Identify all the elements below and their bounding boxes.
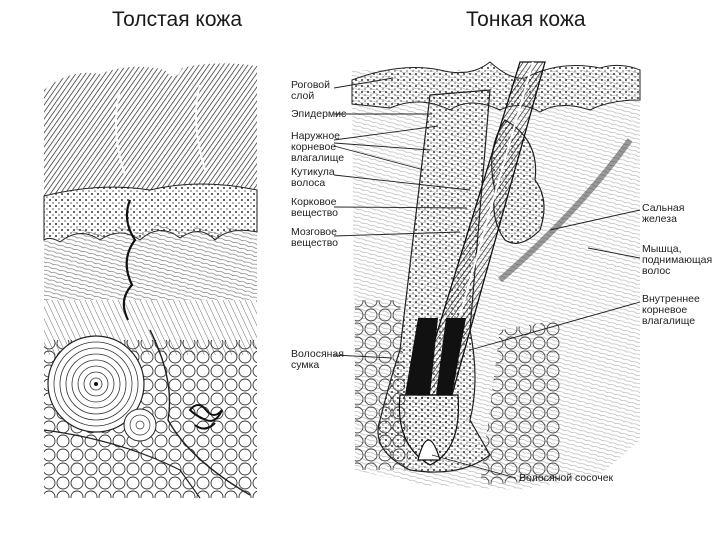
lamellar-corpuscle	[47, 335, 145, 433]
thin-skin-title: Тонкая кожа	[466, 8, 586, 31]
inner-root-sheath	[405, 318, 438, 395]
hair-papilla	[417, 439, 441, 461]
label-epidermis: Эпидермис	[291, 108, 347, 120]
label-hair-follicle: Волосяная сумка	[291, 348, 344, 371]
label-medulla: Мозговое вещество	[291, 226, 339, 249]
leader-lines	[333, 77, 641, 479]
label-arrector-pili: Мышца, поднимающая волос	[642, 243, 713, 277]
label-hair-papilla: Волосяной сосочек	[519, 472, 614, 484]
label-hair-cuticle: Кутикула волоса	[291, 166, 335, 189]
label-sebaceous-gland: Сальная железа	[642, 202, 685, 225]
thin-epidermis	[351, 61, 641, 113]
label-cortex: Корковое вещество	[291, 196, 339, 219]
label-stratum-corneum: Роговой слой	[291, 79, 330, 102]
dermis-layer	[44, 222, 257, 300]
label-inner-root-sheath: Внутреннее корневое влагалище	[642, 293, 700, 327]
hair-bulb	[398, 394, 460, 466]
hair-follicle	[377, 89, 491, 473]
thick-skin-panel	[43, 63, 258, 499]
arrector-pili-muscle	[498, 138, 633, 283]
label-outer-root-sheath: Наружное корневое влагалище	[291, 130, 345, 164]
stratum-corneum-layer	[44, 63, 257, 196]
thick-skin-title: Толстая кожа	[112, 8, 243, 31]
thin-skin-panel	[351, 61, 641, 490]
